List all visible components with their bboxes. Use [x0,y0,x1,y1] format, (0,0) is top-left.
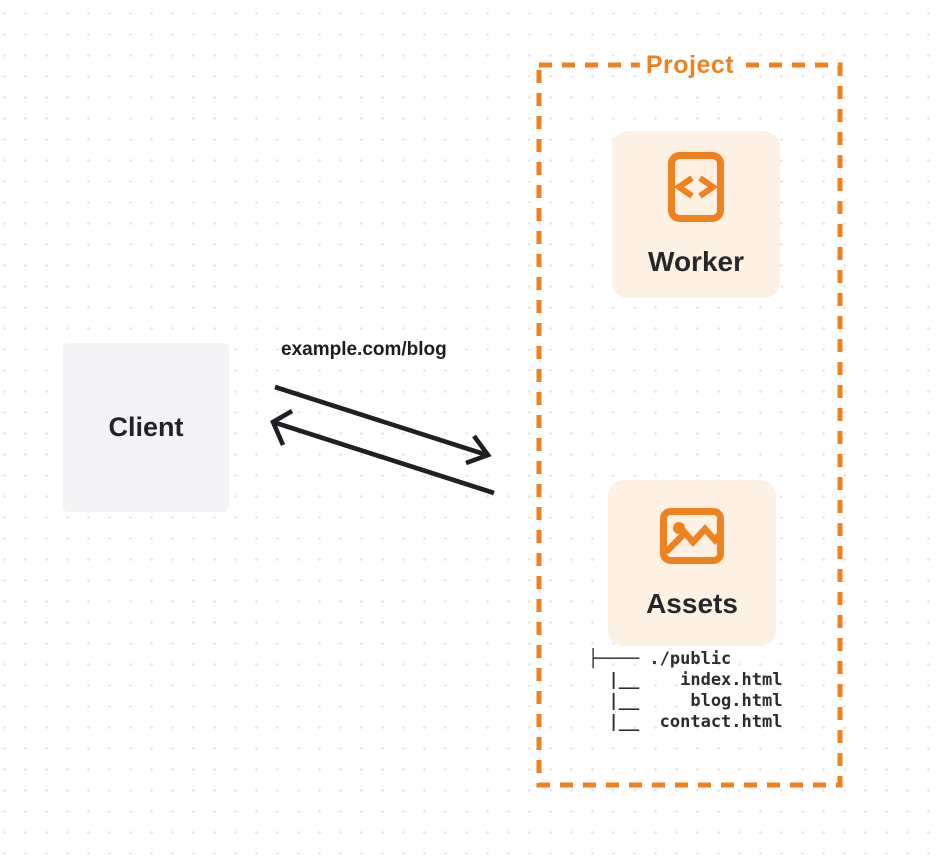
worker-label: Worker [648,246,744,277]
image-icon [660,507,724,564]
assets-file-tree: ├──── ./public |__ index.html |__ blog.h… [588,649,783,732]
request-arrow [274,384,492,466]
client-node: Client [63,343,229,512]
client-label: Client [108,412,184,442]
request-url-label: example.com/blog [281,339,447,360]
code-file-icon [668,152,724,222]
assets-label: Assets [646,587,738,619]
worker-node: Worker [612,131,780,298]
assets-node: Assets [608,480,776,646]
project-label: Project [639,51,741,79]
response-arrow [270,409,495,496]
